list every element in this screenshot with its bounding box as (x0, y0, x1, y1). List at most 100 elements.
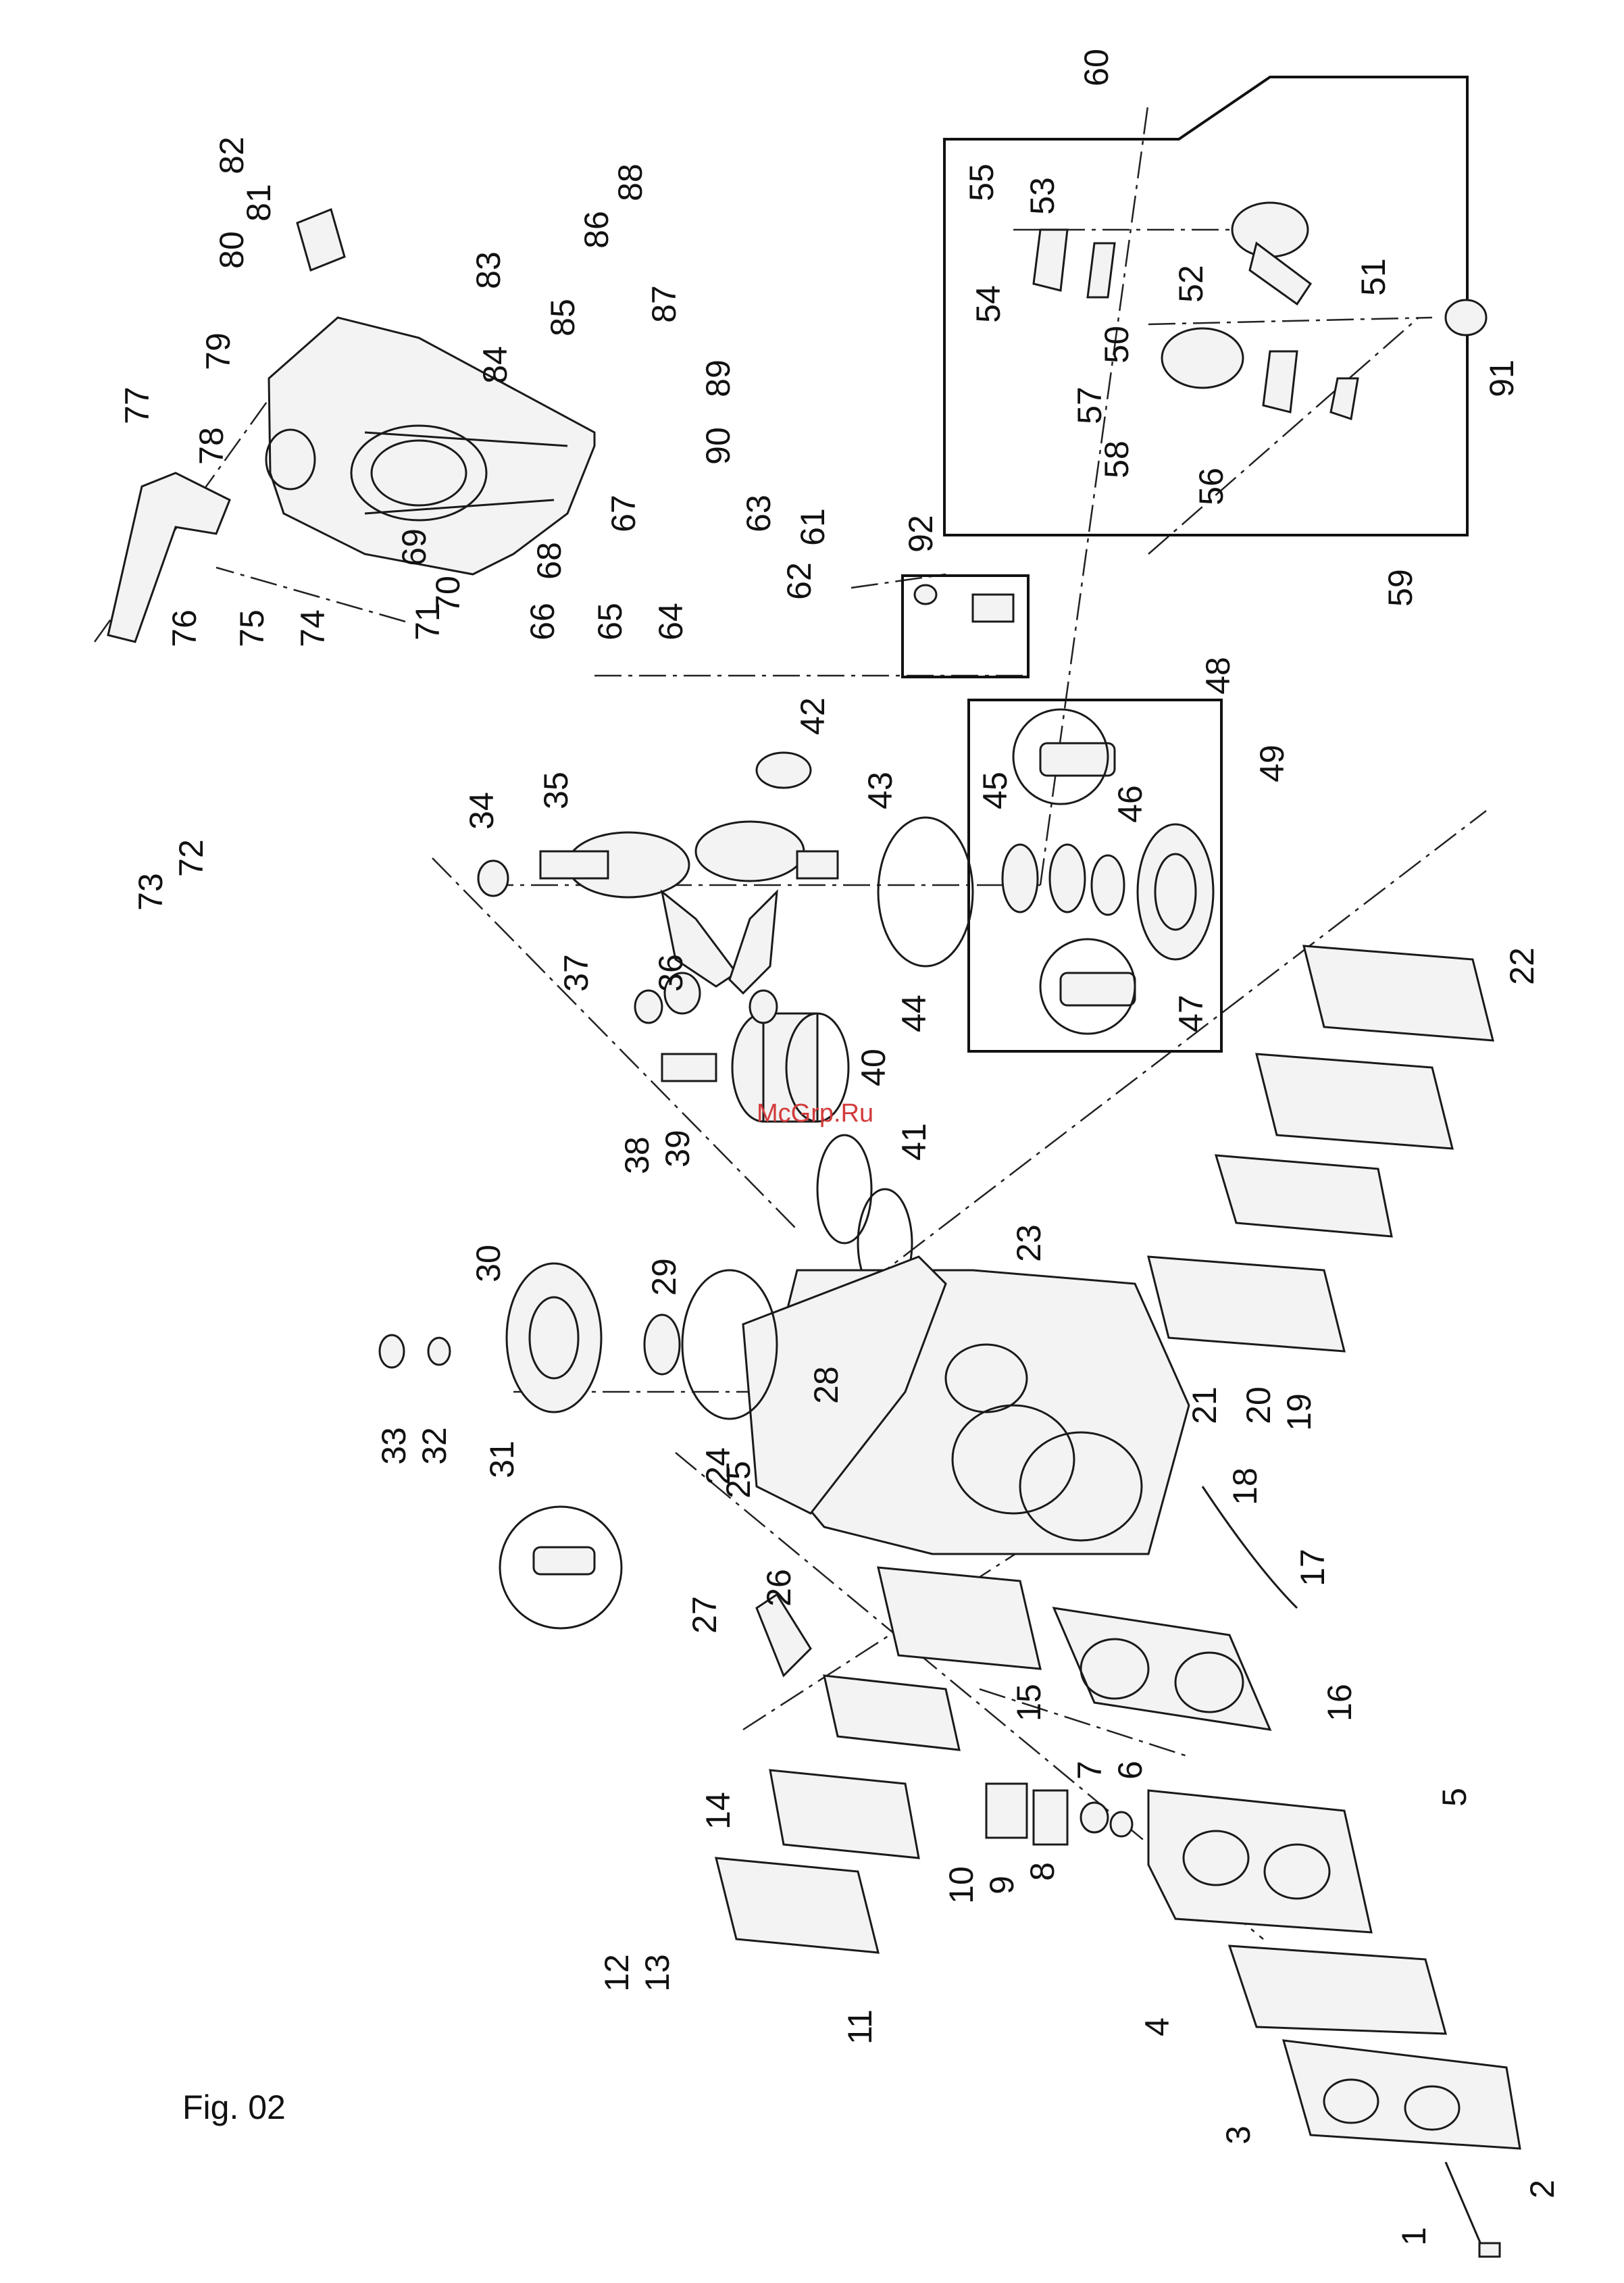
part-label-83: 83 (470, 251, 507, 289)
part-label-21: 21 (1186, 1386, 1223, 1424)
part-label-49: 49 (1253, 745, 1291, 782)
part-label-64: 64 (652, 603, 690, 641)
part-label-14: 14 (699, 1792, 737, 1830)
part-label-88: 88 (611, 164, 649, 201)
part-label-12: 12 (598, 1954, 636, 1992)
part-label-84: 84 (476, 346, 514, 384)
part-label-6: 6 (1111, 1761, 1149, 1780)
part-label-40: 40 (855, 1049, 892, 1086)
part-label-15: 15 (1010, 1684, 1048, 1722)
part-label-29: 29 (645, 1258, 683, 1296)
part-label-16: 16 (1321, 1684, 1359, 1722)
part-label-37: 37 (557, 954, 595, 992)
part-label-25: 25 (719, 1461, 757, 1499)
part-label-30: 30 (470, 1245, 507, 1282)
part-label-28: 28 (807, 1366, 845, 1404)
part-label-54: 54 (969, 285, 1007, 323)
part-label-33: 33 (375, 1427, 413, 1465)
part-label-82: 82 (213, 136, 251, 174)
part-label-38: 38 (618, 1136, 656, 1174)
part-label-47: 47 (1172, 995, 1210, 1032)
gasket-44 (878, 818, 973, 966)
part-label-5: 5 (1436, 1788, 1473, 1807)
part-label-62: 62 (780, 562, 818, 600)
part-label-17: 17 (1294, 1549, 1331, 1586)
part-label-22: 22 (1503, 947, 1541, 985)
seal-housing-47 (1138, 824, 1213, 959)
part-label-66: 66 (524, 603, 561, 641)
part-label-32: 32 (415, 1427, 453, 1465)
watermark-text: McGrp.Ru (757, 1099, 873, 1128)
part-label-55: 55 (963, 164, 1000, 201)
part-label-57: 57 (1071, 386, 1109, 424)
part-label-10: 10 (942, 1866, 980, 1904)
thermostat-cover-8-9 (986, 1784, 1132, 1845)
washers-32-33 (380, 1335, 450, 1368)
part-label-13: 13 (638, 1954, 676, 1992)
part-label-87: 87 (645, 285, 683, 323)
part-label-61: 61 (794, 508, 832, 546)
part-label-75: 75 (233, 609, 271, 647)
part-label-91: 91 (1483, 359, 1521, 397)
part-label-71: 71 (409, 603, 447, 641)
part-label-58: 58 (1098, 441, 1136, 478)
part-label-65: 65 (591, 603, 629, 641)
part-label-31: 31 (483, 1440, 521, 1478)
part-label-52: 52 (1172, 265, 1210, 303)
part-label-53: 53 (1023, 177, 1061, 215)
part-label-74: 74 (294, 609, 332, 647)
part-label-77: 77 (118, 386, 156, 424)
part-label-35: 35 (537, 772, 575, 809)
box-59-outline (944, 77, 1467, 535)
part-label-81: 81 (240, 184, 278, 222)
part-label-42: 42 (794, 697, 832, 735)
part-label-43: 43 (861, 772, 899, 809)
part-label-92: 92 (902, 515, 940, 553)
part-label-41: 41 (895, 1123, 933, 1161)
part-label-39: 39 (659, 1130, 696, 1168)
part-label-51: 51 (1354, 258, 1392, 296)
part-label-19: 19 (1280, 1393, 1318, 1431)
part-label-68: 68 (530, 542, 568, 580)
part-label-79: 79 (199, 332, 237, 370)
detail-callout-29 (500, 1507, 621, 1628)
part-label-72: 72 (172, 839, 210, 877)
linkage-parts-59 (1034, 203, 1358, 419)
part-label-63: 63 (740, 495, 778, 532)
head-gasket-16 (1054, 1608, 1270, 1730)
bearing-housing-30 (507, 1263, 601, 1412)
figure-caption: Fig. 02 (182, 2088, 286, 2127)
part-label-1: 1 (1395, 2227, 1433, 2246)
part-label-76: 76 (166, 609, 203, 647)
cover-3 (1284, 2040, 1520, 2149)
part-label-90: 90 (699, 427, 737, 465)
cylinder-head-5 (1148, 1790, 1371, 1932)
seal-34 (478, 861, 508, 896)
part-label-23: 23 (1010, 1224, 1048, 1262)
part-label-56: 56 (1192, 468, 1230, 505)
part-label-86: 86 (578, 211, 615, 249)
part-label-45: 45 (976, 772, 1014, 809)
seals-45-29 (1003, 743, 1135, 1005)
piston-pin-39 (662, 1054, 716, 1081)
part-label-69: 69 (395, 528, 433, 566)
bushing-91 (1446, 300, 1486, 335)
part-label-48: 48 (1199, 657, 1237, 695)
part-label-7: 7 (1071, 1761, 1109, 1780)
seal-29-lower (644, 1315, 680, 1374)
part-label-59: 59 (1381, 569, 1419, 607)
part-label-44: 44 (895, 995, 933, 1032)
part-label-26: 26 (760, 1569, 798, 1607)
plate-4 (1229, 1946, 1446, 2034)
part-label-46: 46 (1111, 785, 1149, 823)
part-label-2: 2 (1523, 2180, 1561, 2199)
part-label-78: 78 (193, 427, 230, 465)
part-label-89: 89 (699, 359, 737, 397)
part-label-60: 60 (1077, 49, 1115, 86)
part-label-11: 11 (841, 2009, 879, 2044)
part-label-80: 80 (213, 231, 251, 269)
part-label-50: 50 (1098, 326, 1136, 363)
part-label-34: 34 (463, 792, 501, 830)
part-label-18: 18 (1226, 1467, 1264, 1505)
